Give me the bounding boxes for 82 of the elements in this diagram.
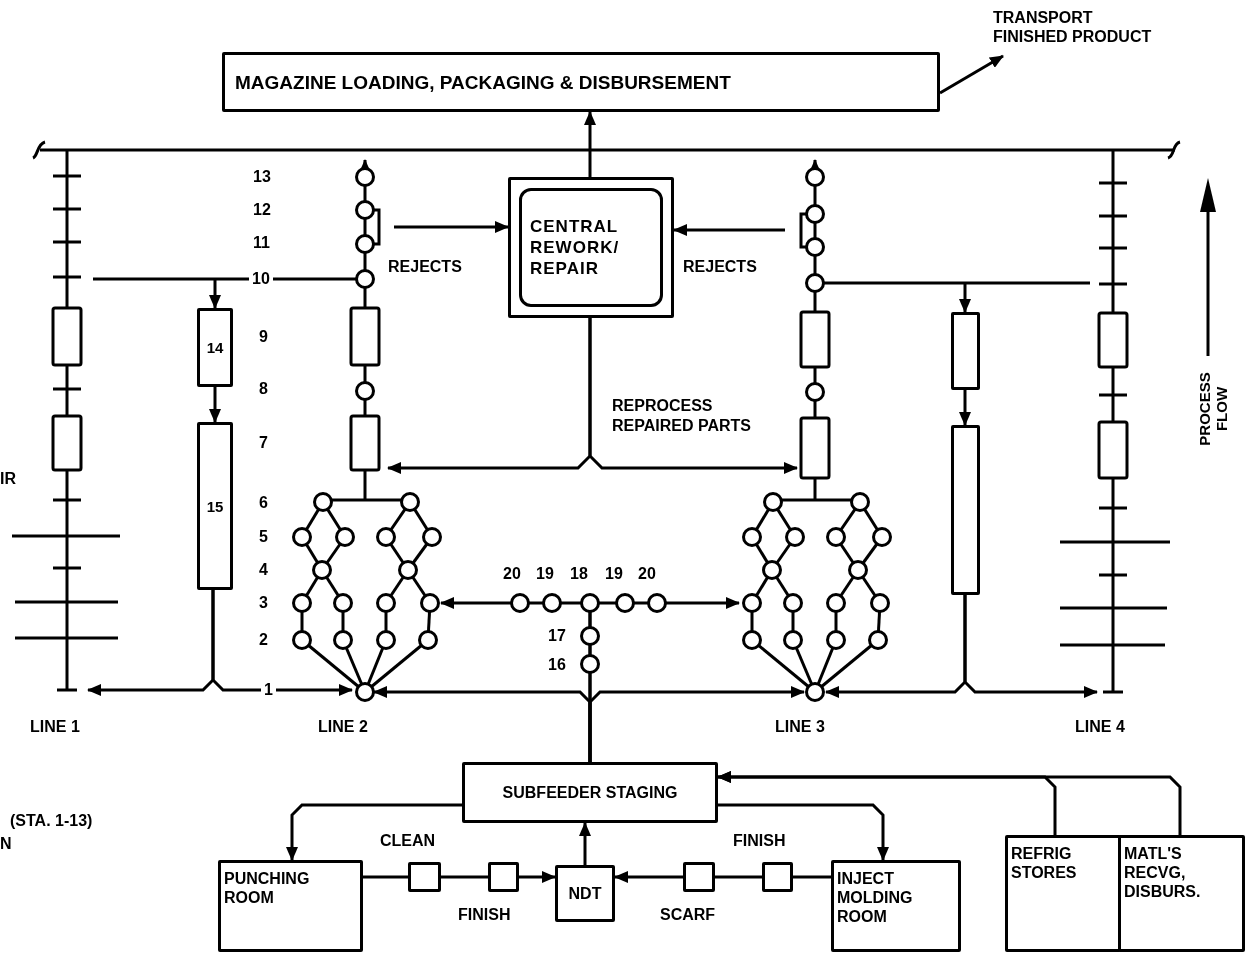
box-label: REFRIG STORES xyxy=(1011,844,1078,882)
text-label: CLEAN xyxy=(380,832,436,850)
process-box xyxy=(462,762,718,823)
station-box xyxy=(683,862,715,892)
box-label: NDT xyxy=(568,884,602,903)
text-label: REPROCESS REPAIRED PARTS xyxy=(612,396,752,436)
arrow xyxy=(963,595,1098,698)
annotation-text: TRANSPORT FINISHED PRODUCT xyxy=(993,8,1153,56)
box-label: 14 xyxy=(206,338,224,357)
station-number: 11 xyxy=(253,234,270,252)
arrow xyxy=(579,822,591,865)
station-number: 12 xyxy=(253,201,271,219)
arrow xyxy=(588,686,805,762)
arrow xyxy=(717,771,1182,835)
station-number: 18 xyxy=(570,565,588,583)
box-label: MAGAZINE LOADING, PACKAGING & DISBURSEMENT xyxy=(235,72,732,92)
station-number: 3 xyxy=(259,594,268,612)
station-number: 13 xyxy=(253,168,271,186)
arrow xyxy=(394,221,509,233)
arrow xyxy=(718,803,889,861)
station-number: 7 xyxy=(259,434,268,452)
text-label: N xyxy=(0,835,12,853)
text-label: REJECTS xyxy=(683,258,757,276)
box-label: PUNCHING ROOM xyxy=(224,869,311,907)
station-number: 6 xyxy=(259,494,268,512)
text-label: LINE 1 xyxy=(30,718,80,736)
rework-box xyxy=(508,177,674,318)
arrow xyxy=(939,54,1004,95)
station-number: 4 xyxy=(259,561,268,579)
station-box xyxy=(951,312,980,390)
station-number: 17 xyxy=(548,627,566,645)
connector-line xyxy=(441,875,488,879)
arrow xyxy=(584,111,596,177)
text-label: IR xyxy=(0,470,16,488)
connector-line xyxy=(793,875,831,879)
text-label: REJECTS xyxy=(388,258,462,276)
text-label: LINE 4 xyxy=(1075,718,1125,736)
station-number: 19 xyxy=(605,565,623,583)
arrow xyxy=(209,387,221,423)
process-box xyxy=(1118,835,1245,952)
box-label: MATL'S RECVG, DISBURS. xyxy=(1124,844,1202,901)
station-number: 8 xyxy=(259,380,268,398)
box-label: SUBFEEDER STAGING xyxy=(502,783,678,802)
arrow xyxy=(959,390,971,426)
arrow xyxy=(519,871,556,883)
box-label: CENTRAL REWORK/ REPAIR xyxy=(530,216,621,279)
arrow xyxy=(822,281,1092,314)
station-number: 5 xyxy=(259,528,268,546)
connector-line xyxy=(363,875,408,879)
station-number: 20 xyxy=(503,565,521,583)
station-number: 20 xyxy=(638,565,656,583)
station-number: 19 xyxy=(536,565,554,583)
connector-line xyxy=(715,875,762,879)
arrow xyxy=(286,803,462,861)
text-label: FINISH xyxy=(458,906,511,924)
arrow xyxy=(211,590,353,696)
box-label: INJECT MOLDING ROOM xyxy=(837,869,914,926)
process-box xyxy=(831,860,961,952)
arrow xyxy=(588,318,798,474)
text-label: LINE 3 xyxy=(775,718,825,736)
box-label: 15 xyxy=(206,496,224,516)
process-box xyxy=(555,865,615,922)
text-label: FINISH xyxy=(733,832,786,850)
process-box xyxy=(197,308,233,387)
arrow xyxy=(673,224,785,236)
station-box xyxy=(408,862,441,892)
arrow xyxy=(91,277,358,310)
text-label: SCARF xyxy=(660,906,716,924)
process-box xyxy=(1005,835,1121,952)
process-box xyxy=(222,52,940,112)
text-label: (STA. 1-13) xyxy=(10,812,93,830)
station-number: 9 xyxy=(259,328,268,346)
station-number: 16 xyxy=(548,656,566,674)
station-box xyxy=(762,862,793,892)
text-label: LINE 2 xyxy=(318,718,368,736)
arrow xyxy=(614,871,683,883)
station-number: 2 xyxy=(259,631,268,649)
station-box xyxy=(951,425,980,595)
station-box xyxy=(488,862,519,892)
axis-label: PROCESS FLOW xyxy=(1196,371,1230,448)
process-box xyxy=(218,860,363,952)
process-box xyxy=(197,422,233,590)
